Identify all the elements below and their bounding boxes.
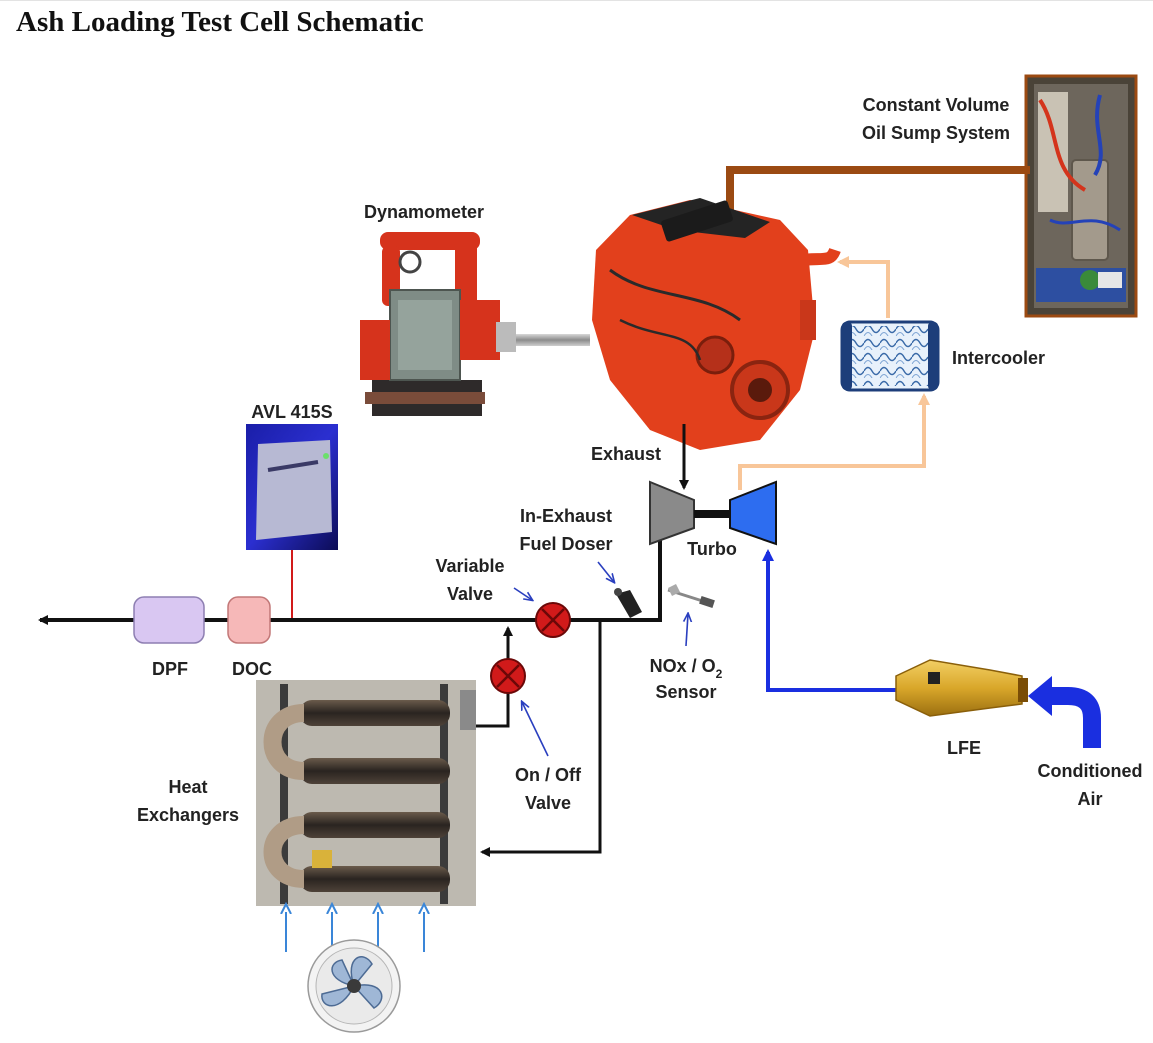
charge-air-line-to-intercooler <box>738 393 930 490</box>
label-intercooler: Intercooler <box>952 348 1045 368</box>
label-variable-valve: Variable Valve <box>435 556 504 604</box>
engine-image <box>592 198 841 450</box>
variable-valve-line-1: Variable <box>435 556 504 576</box>
dynamometer-image <box>360 232 516 416</box>
in-exhaust-line-2: Fuel Doser <box>519 534 612 554</box>
label-dynamometer: Dynamometer <box>364 202 484 222</box>
variable-valve-icon <box>535 602 571 638</box>
intercooler-image <box>840 320 940 392</box>
turbo-shaft <box>694 510 730 518</box>
dpf-block <box>133 596 205 644</box>
fuel-doser-image <box>614 588 642 618</box>
label-heat-exchangers: Heat Exchangers <box>137 777 239 825</box>
constant-volume-line-1: Constant Volume <box>863 95 1010 115</box>
oil-line <box>726 166 1030 218</box>
avl-415s-image <box>246 424 338 550</box>
page-title: Ash Loading Test Cell Schematic <box>16 6 424 38</box>
heat-exchangers-line-1: Heat <box>168 777 207 797</box>
nox-sensor-image <box>667 584 715 608</box>
label-in-exhaust-fuel-doser: In-Exhaust Fuel Doser <box>519 506 612 554</box>
intake-air-line <box>762 549 896 692</box>
pointer-nox-sensor <box>686 614 688 647</box>
heat-exchangers-line-2: Exchangers <box>137 805 239 825</box>
conditioned-air-line-1: Conditioned <box>1038 761 1143 781</box>
fan-icon <box>307 939 401 1033</box>
label-exhaust: Exhaust <box>591 444 661 464</box>
nox-text: NOx / O <box>650 656 716 676</box>
pointer-variable-valve <box>513 587 532 600</box>
conditioned-air-line-2: Air <box>1077 789 1102 809</box>
label-dpf: DPF <box>152 659 188 679</box>
constant-volume-line-2: Oil Sump System <box>862 123 1010 143</box>
pointer-on-off-valve <box>522 702 549 757</box>
on-off-line-1: On / Off <box>515 765 582 785</box>
nox-sensor-line-2: Sensor <box>655 682 716 702</box>
charge-air-line-to-engine <box>837 256 890 318</box>
pointer-fuel-doser <box>597 561 614 582</box>
label-constant-volume: Constant Volume Oil Sump System <box>862 95 1010 143</box>
heat-exchanger-return-line <box>480 620 602 857</box>
on-off-valve-icon <box>490 658 526 694</box>
turbo-image <box>649 480 777 546</box>
variable-valve-line-2: Valve <box>447 584 493 604</box>
lfe-image <box>895 659 1028 717</box>
turbo-turbine <box>649 480 695 546</box>
nox-sensor-line-1: NOx / O2 <box>650 656 723 681</box>
conditioned-air-arrow <box>1028 676 1101 748</box>
label-lfe: LFE <box>947 738 981 758</box>
label-doc: DOC <box>232 659 272 679</box>
label-on-off-valve: On / Off Valve <box>515 765 582 813</box>
label-conditioned-air: Conditioned Air <box>1038 761 1143 809</box>
in-exhaust-line-1: In-Exhaust <box>520 506 612 526</box>
label-nox-sensor: NOx / O2 Sensor <box>650 656 723 702</box>
label-turbo: Turbo <box>687 539 737 559</box>
doc-block <box>227 596 271 644</box>
drive-shaft <box>516 334 590 346</box>
heat-exchangers-image <box>256 680 476 906</box>
oil-sump-system-image <box>1024 74 1138 318</box>
label-avl-415s: AVL 415S <box>251 402 332 422</box>
nox-subscript: 2 <box>716 667 723 681</box>
turbo-compressor <box>729 480 777 546</box>
on-off-line-2: Valve <box>525 793 571 813</box>
top-border <box>0 0 1153 1</box>
